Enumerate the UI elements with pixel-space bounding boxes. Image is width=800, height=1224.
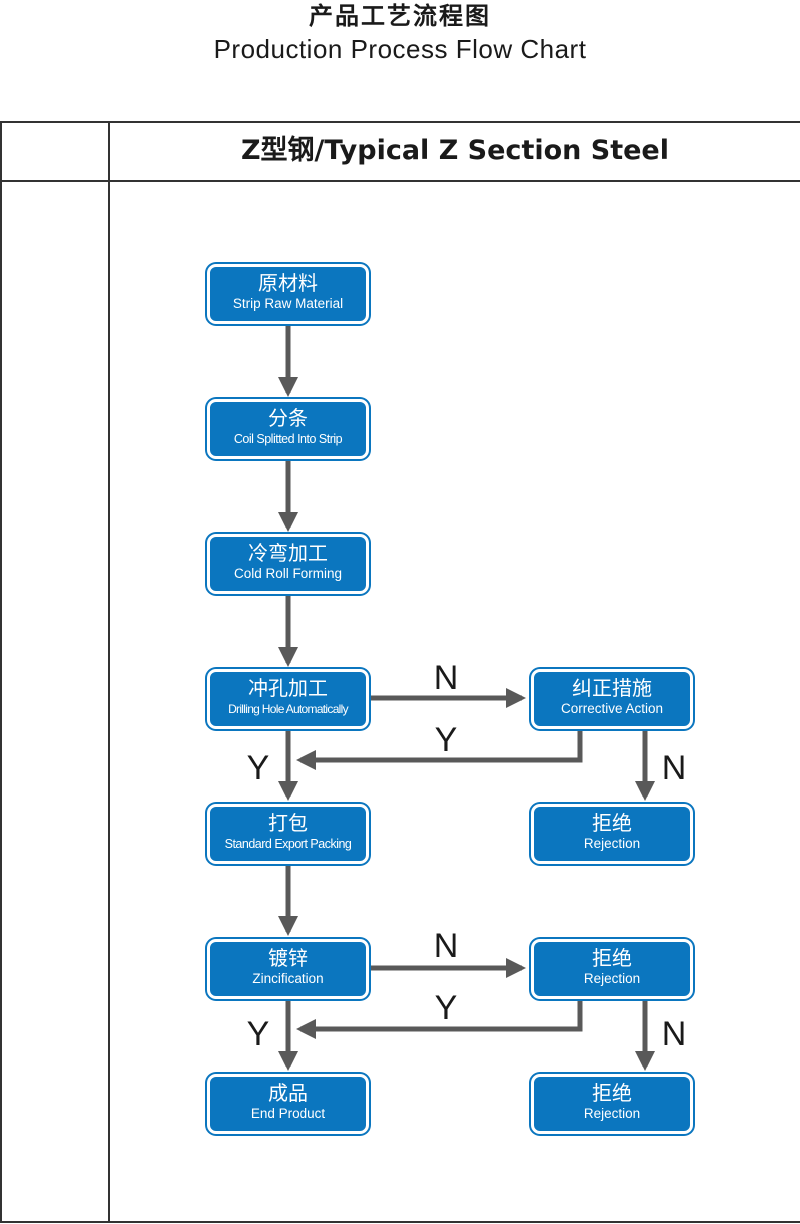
node-corrective-action: 纠正措施 Corrective Action <box>531 669 693 729</box>
node-packing: 打包 Standard Export Packing <box>207 804 369 864</box>
node-label-cn: 镀锌 <box>268 946 308 970</box>
node-label-cn: 拒绝 <box>592 1081 632 1105</box>
label-n-drilling: N <box>433 659 459 697</box>
arrow-corrective-back <box>296 730 583 770</box>
node-zincification: 镀锌 Zincification <box>207 939 369 999</box>
label-n-zinc: N <box>433 927 459 965</box>
page-title-en: Production Process Flow Chart <box>213 34 587 64</box>
node-label-en: Rejection <box>583 836 641 851</box>
label-y-corrective: Y <box>434 721 458 759</box>
node-label-cn: 冷弯加工 <box>248 541 328 565</box>
node-raw-material: 原材料 Strip Raw Material <box>207 264 369 324</box>
label-n-rejection: N <box>661 1015 687 1053</box>
node-label-en: Coil Splitted Into Strip <box>233 432 343 446</box>
table-column-divider <box>108 121 110 1223</box>
table-frame <box>0 121 800 1223</box>
node-label-cn: 分条 <box>268 406 308 430</box>
node-label-cn: 成品 <box>268 1081 308 1105</box>
node-label-en: End Product <box>250 1106 326 1121</box>
table-border-left <box>0 121 2 1223</box>
node-end-product: 成品 End Product <box>207 1074 369 1134</box>
label-y-zinc: Y <box>246 1015 270 1053</box>
node-label-cn: 拒绝 <box>592 811 632 835</box>
label-n-corrective: N <box>661 749 687 787</box>
node-drilling: 冲孔加工 Drilling Hole Automatically <box>207 669 369 729</box>
node-rejection-1: 拒绝 Rejection <box>531 804 693 864</box>
node-label-cn: 纠正措施 <box>572 676 652 700</box>
node-label-en: Drilling Hole Automatically <box>228 702 349 716</box>
node-label-en: Rejection <box>583 971 641 986</box>
node-label-cn: 打包 <box>268 811 308 835</box>
node-split: 分条 Coil Splitted Into Strip <box>207 399 369 459</box>
arrow-rejection-back <box>296 1000 583 1039</box>
node-cold-roll: 冷弯加工 Cold Roll Forming <box>207 534 369 594</box>
page-title-cn: 产品工艺流程图 <box>309 2 491 30</box>
table-header-divider <box>0 180 800 182</box>
node-label-en: Zincification <box>252 971 324 986</box>
node-label-cn: 拒绝 <box>592 946 632 970</box>
node-label-en: Rejection <box>583 1106 641 1121</box>
label-y-drilling: Y <box>246 749 270 787</box>
node-label-en: Standard Export Packing <box>224 837 352 851</box>
node-label-en: Strip Raw Material <box>232 296 344 311</box>
table-header: Z型钢/Typical Z Section Steel <box>240 135 670 166</box>
node-label-en: Cold Roll Forming <box>233 566 343 581</box>
node-label-cn: 冲孔加工 <box>248 676 328 700</box>
node-rejection-2: 拒绝 Rejection <box>531 939 693 999</box>
node-rejection-3: 拒绝 Rejection <box>531 1074 693 1134</box>
node-label-en: Corrective Action <box>560 701 664 716</box>
node-label-cn: 原材料 <box>258 271 318 295</box>
label-y-rejection: Y <box>434 989 458 1027</box>
